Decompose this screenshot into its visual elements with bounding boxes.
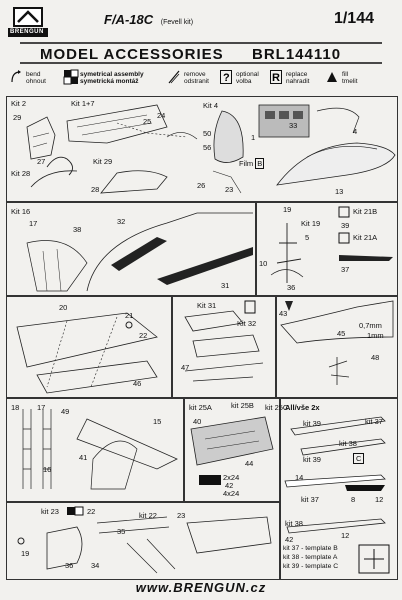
bay-drawing [16, 312, 158, 394]
kit-31-label: Kit 31 [197, 301, 217, 310]
product-code: BRL144110 [252, 46, 342, 63]
cockpit-drawing [26, 104, 396, 194]
banner-frame [20, 42, 382, 64]
panel-nose: Kit 16 17 38 32 31 [6, 202, 256, 296]
kit-21b-label: Kit 21B [353, 207, 378, 216]
panel-bay: 20 21 22 46 [6, 296, 172, 398]
banner: MODEL ACCESSORIES BRL144110 [20, 42, 382, 64]
svg-text:R: R [272, 72, 280, 84]
kit-38b-label: kit 38 [285, 519, 303, 528]
tail-drawing [280, 300, 394, 385]
svg-text:?: ? [223, 72, 230, 84]
brengun-logo: BRENGUN [8, 7, 48, 38]
fill-icon [327, 72, 337, 82]
intake-drawing [17, 506, 272, 574]
remove-icon [168, 70, 180, 84]
banner-title: MODEL ACCESSORIES [40, 46, 224, 63]
kit-39-label: kit 39 [303, 419, 321, 428]
model-title: F/A-18C (Fevell kit) [104, 12, 193, 27]
kit-32-label: Kit 32 [237, 319, 257, 328]
kit-37-label: kit 37 [365, 417, 383, 426]
scale-label: 1/144 [333, 10, 374, 27]
nose-drawing [26, 212, 253, 292]
template-a-note: kit 38 - template A [283, 554, 338, 561]
logo-text: BRENGUN [10, 29, 44, 35]
bend-icon [11, 70, 21, 83]
panel-wing: 18 17 49 16 15 41 [6, 398, 184, 502]
question-icon: ? [220, 70, 232, 84]
kit-19-label: Kit 19 [301, 219, 321, 228]
logo-mark [8, 7, 48, 37]
kit-2-label: Kit 2 [11, 99, 27, 108]
model-kit-note: (Fevell kit) [160, 19, 194, 26]
kit-31-32-drawing [184, 300, 264, 382]
replace-icon: R [270, 70, 282, 84]
panel-cockpit: Kit 2 Kit 1+7 Kit 4 Kit 29 Kit 28 Film B… [6, 96, 398, 202]
kit-25a-label: kit 25A [189, 403, 212, 412]
panel-tail: 43 45 48 0,7mm 1mm [276, 296, 398, 398]
website-url: www.BRENGUN.cz [135, 580, 267, 595]
panel-kit-31-32: Kit 31 Kit 32 47 [172, 296, 276, 398]
kit-25b-label: kit 25B [231, 401, 254, 410]
kit-39b-label: kit 39 [303, 455, 321, 464]
panel-missiles: All/vše 2x kit 39 kit 37 kit 38 kit 39 C… [280, 398, 398, 580]
film-label: Film B [239, 158, 265, 169]
template-b-note: kit 37 - template B [283, 545, 338, 552]
template-c-note: kit 39 - template C [283, 563, 339, 570]
header: BRENGUN F/A-18C (Fevell kit) 1/144 [4, 2, 398, 42]
kit-37b-label: kit 37 [301, 495, 319, 504]
panel-engine: kit 25A kit 25B kit 25C 40 44 42 2x24 4x… [184, 398, 288, 502]
panel-intake: kit 23 22 19 36 34 35 kit 22 23 [6, 502, 280, 580]
kit-23-label: kit 23 [41, 507, 59, 516]
kit-21a-label: Kit 21A [353, 233, 378, 242]
kit-29-label: Kit 29 [93, 157, 113, 166]
missiles-drawing [284, 416, 390, 574]
kit-25c-label: kit 25C [265, 403, 289, 412]
kit-28-label: Kit 28 [11, 169, 31, 178]
wing-drawing [22, 409, 178, 490]
all-x2-label: All/vše 2x [285, 403, 320, 412]
landing-gear-drawing [270, 206, 393, 283]
kit-22-label: kit 22 [139, 511, 157, 520]
kit-4-label: Kit 4 [203, 101, 219, 110]
panel-landing-gear: Kit 19 Kit 21B Kit 21A 19 5 10 36 39 37 [256, 202, 398, 296]
kit-38-label: kit 38 [339, 439, 357, 448]
model-name: F/A-18C [104, 12, 154, 27]
symmetrical-icon [63, 69, 79, 85]
kit-16-label: Kit 16 [11, 207, 31, 216]
kit-1-7-label: Kit 1+7 [71, 99, 95, 108]
engine-drawing [190, 416, 274, 485]
